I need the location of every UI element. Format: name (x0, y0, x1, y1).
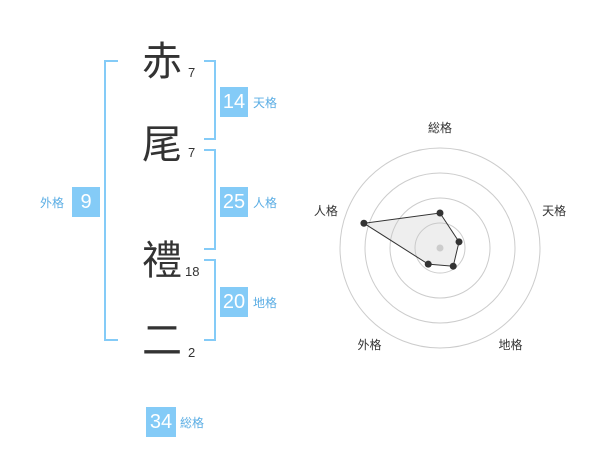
radar-point-4 (424, 260, 432, 268)
name-char-4: 二 (142, 318, 182, 364)
radar-axis-label-2: 天格 (542, 203, 566, 218)
radar-axis-label-4: 外格 (357, 337, 381, 352)
soukaku-label: 総格 (180, 416, 205, 430)
radar-center-point (436, 244, 444, 252)
tenkaku-label: 天格 (253, 96, 278, 110)
soukaku-value: 34 (146, 407, 176, 437)
chikaku-value: 20 (220, 287, 248, 317)
radar-ring-1 (414, 222, 466, 274)
stroke-count-4: 2 (188, 345, 196, 360)
jinkaku-label: 人格 (253, 196, 278, 210)
radar-axis-label-3: 地格 (499, 337, 523, 352)
radar-ring-2 (389, 197, 491, 299)
tenkaku-bracket (204, 60, 216, 140)
stroke-count-1: 7 (188, 65, 196, 80)
name-char-2: 尾 (142, 122, 182, 168)
gaikaku-label: 外格 (40, 196, 65, 210)
chikaku-bracket (204, 259, 216, 341)
jinkaku-bracket (204, 149, 216, 250)
name-char-3: 禮 (142, 238, 182, 284)
name-char-1: 赤 (142, 39, 182, 85)
tenkaku-value: 14 (220, 87, 248, 117)
radar-area (362, 212, 460, 267)
radar-point-3 (449, 262, 457, 270)
gaikaku-bracket (104, 60, 118, 341)
jinkaku-value: 25 (220, 187, 248, 217)
chikaku-label: 地格 (253, 296, 278, 310)
gaikaku-value: 9 (72, 187, 100, 217)
radar-axis-label-1: 総格 (428, 120, 452, 135)
radar-point-5 (360, 219, 368, 227)
stroke-count-3: 18 (185, 264, 200, 279)
radar-ring-4 (339, 147, 541, 349)
radar-point-2 (455, 238, 463, 246)
radar-point-1 (436, 209, 444, 217)
radar-ring-3 (364, 172, 516, 324)
stroke-count-2: 7 (188, 145, 196, 160)
radar-axis-label-5: 人格 (314, 203, 338, 218)
